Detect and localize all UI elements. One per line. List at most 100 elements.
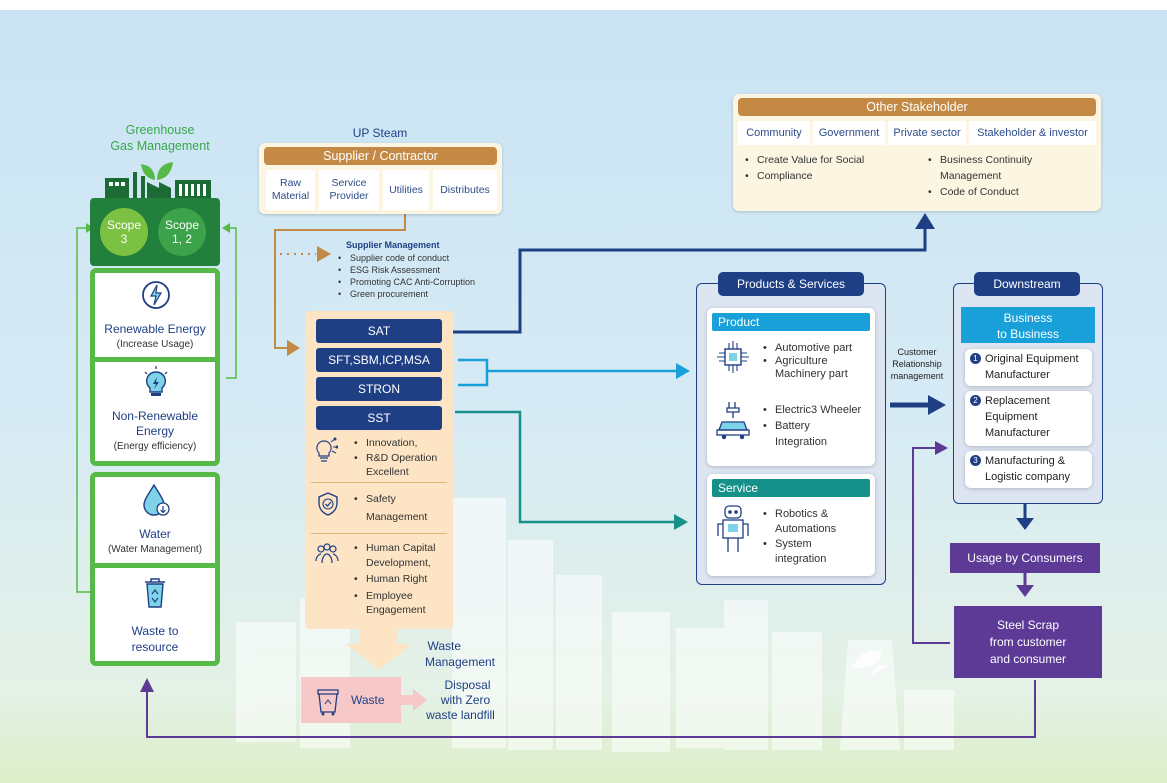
- waste-resource-section: Waste to resource: [95, 568, 215, 663]
- human-capital-list: Human Capital Development, Human Right E…: [354, 541, 436, 618]
- b2b-line2: to Business: [996, 327, 1060, 341]
- scope-12-number: 1, 2: [171, 232, 192, 246]
- topic-item: Engagement: [366, 604, 426, 616]
- product-item-text: Battery: [763, 418, 861, 434]
- non-renewable-section: Non-Renewable Energy (Energy efficiency): [95, 362, 215, 462]
- waste-management-label: Waste Management: [405, 638, 495, 670]
- cell-label: Material: [271, 190, 310, 202]
- cell-utilities: Utilities: [383, 170, 429, 210]
- product-item-1: Automotive part Agriculture Machinery pa…: [763, 342, 852, 381]
- cell-label: Service: [331, 177, 367, 189]
- crm-line3: management: [890, 371, 944, 381]
- scope-12-label: Scope: [164, 218, 200, 232]
- crm-line2: Relationship: [892, 359, 942, 369]
- supplier-item: Supplier code of conduct: [338, 252, 475, 264]
- stakeholder-item: Management: [940, 170, 1002, 182]
- downstream-item-text: Equipment: [985, 411, 1038, 423]
- renewable-section: Renewable Energy (Increase Usage): [95, 273, 215, 358]
- scope-3-number: 3: [120, 232, 128, 246]
- innovation-list: Innovation, R&D Operation Excellent: [354, 436, 437, 480]
- product-item-text: Agriculture: [763, 355, 852, 368]
- waste-box: Waste: [301, 677, 401, 723]
- non-renewable-label-2: Energy: [135, 424, 175, 438]
- shield-check-icon: [318, 492, 338, 516]
- energy-panel: Renewable Energy (Increase Usage) Non-Re…: [90, 268, 220, 466]
- cell-distributes: Distributes: [433, 170, 497, 210]
- service-item-text: Automations: [775, 523, 837, 535]
- number-badge: 2: [970, 395, 981, 406]
- service-item-text: Robotics &: [763, 507, 836, 522]
- scrap-line3: and consumer: [989, 651, 1067, 666]
- recycle-bin-icon: [145, 578, 165, 608]
- supplier-item: Green procurement: [338, 288, 475, 300]
- stakeholder-left-list: Create Value for Social Compliance: [745, 152, 864, 184]
- water-sub: (Water Management): [107, 544, 203, 555]
- disposal-line1: Disposal: [444, 678, 491, 692]
- stakeholder-right-list: Business Continuity Management Code of C…: [928, 152, 1032, 200]
- cell-label: Raw: [279, 177, 301, 189]
- waste-label: Waste: [351, 693, 385, 707]
- topic-item: Innovation,: [354, 436, 437, 451]
- divider: [95, 357, 215, 362]
- product-header: Product: [712, 313, 870, 331]
- safety-list: Safety Management: [354, 492, 428, 524]
- company-sst: SST: [316, 406, 442, 430]
- b2b-line1: Business: [1003, 311, 1053, 325]
- stakeholder-investor: Stakeholder & investor: [969, 121, 1096, 145]
- non-renewable-sub: (Energy efficiency): [113, 441, 197, 452]
- service-card: Service Robotics & Automations System in…: [707, 474, 875, 576]
- stakeholder-item: Business Continuity: [928, 152, 1032, 168]
- waste-to-resource-line2: resource: [131, 640, 179, 654]
- company-sft-group: SFT,SBM,ICP,MSA: [316, 348, 442, 372]
- downstream-item-text: Manufacturer: [985, 427, 1050, 439]
- topic-item: Management: [366, 510, 428, 523]
- number-badge: 3: [970, 455, 981, 466]
- service-item-text: integration: [775, 553, 827, 565]
- factory-icon: [105, 162, 211, 200]
- steel-scrap-box: Steel Scrap from customer and consumer: [954, 606, 1102, 678]
- product-item-text: Automotive part: [763, 342, 852, 355]
- scrap-line2: from customer: [989, 634, 1067, 649]
- disposal-line3: waste landfill: [426, 708, 495, 722]
- supplier-item: Promoting CAC Anti-Corruption: [338, 276, 475, 288]
- waste-disposal-arrow: [401, 689, 427, 711]
- crm-line1: Customer: [897, 347, 937, 357]
- topic-item: Excellent: [366, 466, 409, 478]
- cell-label: Utilities: [389, 183, 423, 196]
- people-icon: [315, 543, 339, 564]
- electric-vehicle-icon: [716, 402, 750, 440]
- topic-item: R&D Operation: [354, 451, 437, 466]
- ghg-title: Greenhouse Gas Management: [100, 122, 220, 154]
- ghg-title-line2: Gas Management: [110, 139, 210, 153]
- product-item-2: Electric3 Wheeler Battery Integration: [763, 402, 861, 450]
- downstream-header: Downstream: [974, 272, 1080, 296]
- disposal-line2: with Zero: [440, 693, 491, 707]
- waste-management-line1: Waste: [427, 639, 461, 653]
- stakeholder-item: Code of Conduct: [928, 184, 1032, 200]
- water-label: Water: [139, 527, 171, 541]
- resource-panel: Water (Water Management) Waste to resour…: [90, 472, 220, 666]
- water-drop-icon: [143, 483, 170, 516]
- downstream-item-text: Original Equipment: [985, 353, 1079, 365]
- renewable-energy-label: Renewable Energy: [104, 322, 206, 336]
- b2b-header: Business to Business: [961, 307, 1095, 343]
- cell-label: Provider: [329, 190, 369, 202]
- topic-item: Development,: [366, 556, 431, 569]
- supplier-management-title: Supplier Management: [346, 240, 440, 250]
- supplier-item: ESG Risk Assessment: [338, 264, 475, 276]
- product-item-text: Machinery part: [775, 368, 848, 380]
- down-arrow-waste: [346, 628, 412, 670]
- waste-management-line2: Management: [424, 655, 495, 669]
- service-item-text: System: [763, 537, 836, 552]
- stakeholder-private-sector: Private sector: [888, 121, 966, 145]
- topic-item: Human Capital: [354, 541, 436, 556]
- non-renewable-label-1: Non-Renewable: [111, 409, 199, 423]
- innovation-icon: [316, 437, 338, 462]
- stakeholder-item: Create Value for Social: [745, 152, 864, 168]
- stakeholder-community: Community: [738, 121, 810, 145]
- scrap-line1: Steel Scrap: [996, 617, 1060, 632]
